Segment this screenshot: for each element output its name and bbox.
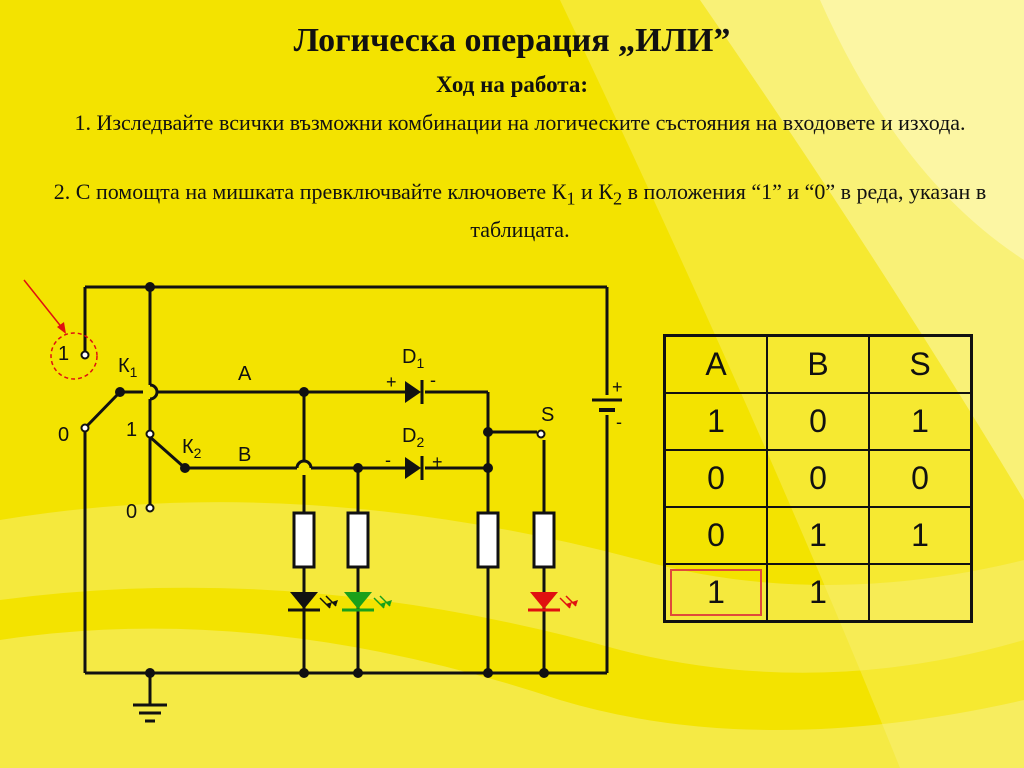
- k2-label: К2: [182, 436, 202, 461]
- led-b: [342, 592, 392, 612]
- output-s-label: S: [541, 404, 554, 426]
- header-a: A: [663, 334, 768, 394]
- led-a: [288, 592, 338, 612]
- header-b: B: [766, 334, 870, 394]
- battery-minus: -: [616, 412, 622, 432]
- d2-label: D2: [402, 425, 424, 450]
- table-row: 1 1: [663, 563, 973, 623]
- line-b-label: B: [238, 444, 251, 466]
- k1-label-main: К: [118, 355, 130, 377]
- output-terminal-s: [536, 429, 546, 439]
- cell-a: 1: [663, 392, 768, 451]
- d1-label-sub: 1: [416, 355, 424, 371]
- current-row-marker: [670, 569, 762, 616]
- k2-terminal-0[interactable]: [145, 503, 155, 513]
- table-row: 0 0 0: [663, 449, 973, 508]
- resistors: [292, 511, 556, 569]
- cell-a-value: 1: [707, 574, 725, 610]
- battery: [592, 398, 622, 412]
- pointer-arrow-icon: [23, 279, 66, 334]
- cell-a: 0: [663, 506, 768, 565]
- slide-title: Логическа операция „ИЛИ”: [293, 22, 731, 59]
- k2-pos-1-label: 1: [126, 419, 137, 441]
- truth-table: A B S 1 0 1 0 0 0 0 1 1 1 1: [663, 334, 973, 623]
- step2-text-a: 2. С помощта на мишката превключвайте кл…: [53, 179, 567, 204]
- k1-label: К1: [118, 355, 138, 380]
- circuit-wires: [83, 285, 609, 723]
- k2-terminal-1[interactable]: [145, 429, 155, 439]
- cell-b: 1: [766, 563, 870, 623]
- cell-b: 0: [766, 392, 870, 451]
- truth-table-header: A B S: [663, 334, 973, 394]
- diode-d1: [405, 380, 424, 404]
- cell-b: 0: [766, 449, 870, 508]
- cell-a-current[interactable]: 1: [663, 563, 768, 623]
- d1-minus: -: [430, 370, 436, 390]
- k2-label-main: К: [182, 436, 194, 458]
- instruction-step-2: 2. С помощта на мишката превключвайте кл…: [40, 176, 1000, 245]
- or-gate-circuit: 1 0 1 0 К1 К2 A B S D1 D2 + - - + + -: [23, 279, 623, 723]
- instruction-step-1: 1. Изследвайте всички възможни комбинаци…: [74, 110, 966, 135]
- table-row: 0 1 1: [663, 506, 973, 565]
- d2-label-main: D: [402, 425, 416, 447]
- diode-d2: [405, 456, 424, 480]
- step2-text-b: и К: [575, 179, 613, 204]
- k1-pos-1-label: 1: [58, 343, 69, 365]
- battery-plus: +: [612, 377, 623, 397]
- step2-sub-1: 1: [566, 188, 576, 209]
- step2-sub-2: 2: [613, 188, 623, 209]
- header-s: S: [868, 334, 973, 394]
- k2-pos-0-label: 0: [126, 501, 137, 523]
- cell-s: 1: [868, 392, 973, 451]
- d1-plus: +: [386, 372, 397, 392]
- cell-s: 0: [868, 449, 973, 508]
- k2-label-sub: 2: [194, 445, 202, 461]
- table-row: 1 0 1: [663, 392, 973, 451]
- k1-terminal-0[interactable]: [80, 423, 90, 433]
- d2-plus: +: [432, 452, 443, 472]
- cell-s[interactable]: [868, 563, 973, 623]
- line-a-label: A: [238, 363, 252, 385]
- step2-text-c: в положения “1” и “0” в реда, указан в т…: [470, 179, 987, 243]
- d2-label-sub: 2: [416, 434, 424, 450]
- k1-pos-0-label: 0: [58, 424, 69, 446]
- d2-minus: -: [385, 450, 391, 470]
- junction-dots: [115, 282, 549, 678]
- cell-b: 1: [766, 506, 870, 565]
- k1-label-sub: 1: [130, 364, 138, 380]
- slide-subtitle: Ход на работа:: [435, 72, 589, 97]
- cell-s: 1: [868, 506, 973, 565]
- highlight-ring[interactable]: [50, 332, 98, 380]
- d1-label: D1: [402, 346, 424, 371]
- led-s: [528, 592, 578, 612]
- cell-a: 0: [663, 449, 768, 508]
- d1-label-main: D: [402, 346, 416, 368]
- k1-terminal-1[interactable]: [80, 350, 90, 360]
